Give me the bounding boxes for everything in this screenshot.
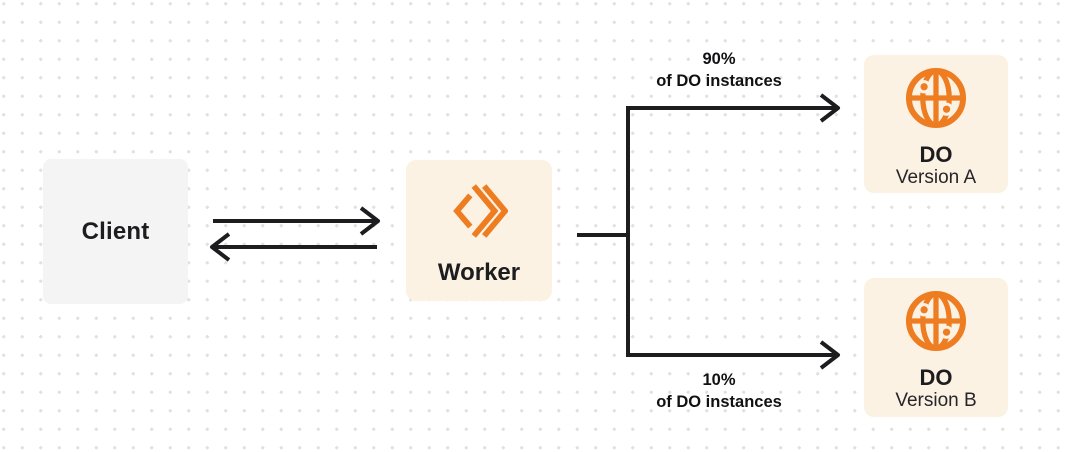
top-branch-arrowhead <box>819 93 840 123</box>
bottom-branch-caption: of DO instances <box>656 393 782 411</box>
top-branch-percent: 90% <box>702 50 736 68</box>
worker-label: Worker <box>437 259 521 286</box>
do-a-subtitle: Version A <box>895 167 977 188</box>
bottom-branch-percent: 10% <box>702 371 736 389</box>
do-b-subtitle: Version B <box>895 390 977 411</box>
client-node: Client <box>43 159 188 304</box>
worker-to-client-arrow <box>210 232 377 262</box>
do-a-title: DO <box>919 142 953 167</box>
top-branch-label: 90% of DO instances <box>599 48 839 92</box>
worker-node: Worker <box>406 160 552 301</box>
do-version-b-node: DO Version B <box>864 278 1008 417</box>
globe-icon <box>903 65 969 131</box>
client-to-worker-arrow <box>213 206 380 236</box>
client-label: Client <box>81 217 150 245</box>
do-b-title: DO <box>919 365 953 390</box>
bottom-branch-arrowhead <box>819 340 840 370</box>
branch-connector <box>626 106 820 357</box>
workers-icon <box>450 182 508 240</box>
bottom-branch-label: 10% of DO instances <box>599 369 839 413</box>
do-version-a-node: DO Version A <box>864 55 1008 193</box>
globe-icon <box>903 288 969 354</box>
top-branch-caption: of DO instances <box>656 72 782 90</box>
